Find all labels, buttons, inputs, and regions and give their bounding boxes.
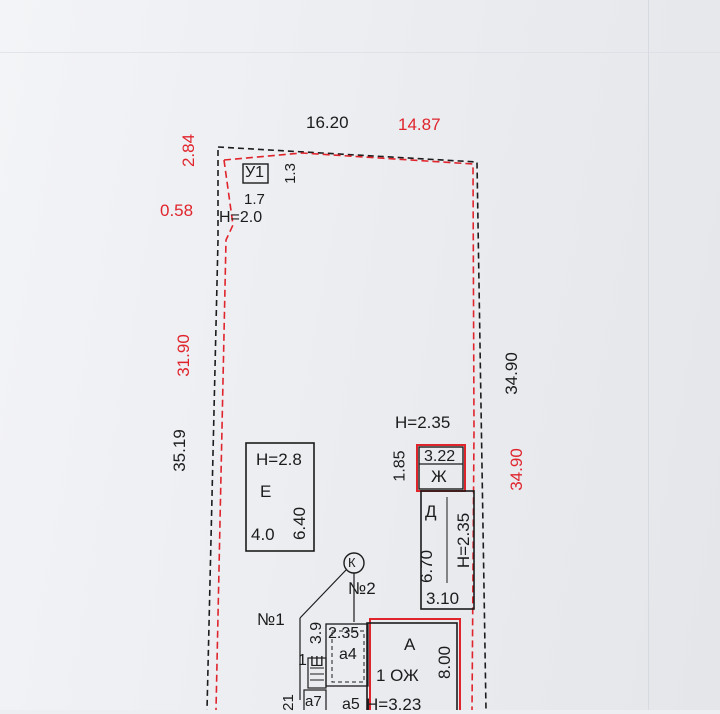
grid-line [0,52,720,53]
d-height: H=2.35 [454,512,474,569]
plot-top-dimension: 16.20 [306,113,349,132]
building-a-red [369,618,461,710]
a-v1: 1 [298,652,307,669]
zh-dim: 3.22 [424,448,456,465]
annex-a7 [303,689,327,710]
a-height: H=3.23 [366,695,422,714]
plot-left-top-dimension-red: 2.84 [179,133,199,168]
plot-right-dimension: 34.90 [501,352,521,395]
building-u1 [242,163,269,184]
d-label: Д [425,502,437,521]
e-height: H=2.8 [256,450,302,469]
e-label: Е [260,482,272,501]
zh-label: Ж [431,467,447,486]
plot-left-dimension: 35.19 [169,429,189,472]
annex-sh [307,657,327,689]
a4-value: 2.35 [328,625,360,642]
building-e [245,442,315,552]
e-dim-a: 4.0 [251,525,275,544]
pipe-n1-label: №1 [257,610,285,629]
grid-line [648,0,649,710]
u1-label: У1 [245,164,265,181]
zh-height: H=2.35 [395,413,451,432]
d-dim-b: 3.10 [426,589,460,608]
a-v39: 3.9 [308,621,326,645]
plot-boundary-black [206,150,219,710]
building-zh [418,446,464,490]
plot-boundary-black [217,146,487,710]
annex-a4-inner [331,630,365,683]
u1-height: H=2.0 [219,209,263,226]
building-a [366,622,458,710]
a-floor: 1 ОЖ [376,666,419,685]
pipe-n1 [299,569,347,619]
plot-left-dimension-red: 31.90 [173,334,193,377]
a-dim: 8.00 [435,645,455,680]
e-dim-b: 6.40 [290,506,310,541]
building-d [420,490,475,610]
plot-left-small-dimension-red: 0.58 [160,201,194,220]
a-label: А [404,635,416,654]
annex-a4 [325,623,369,687]
u1-dim-a: 1.3 [281,163,299,184]
zh-side: 1.85 [391,450,409,482]
plot-top-dimension-red: 14.87 [398,115,441,134]
sh-label: Ш [310,653,324,670]
well-label: К [348,555,356,570]
a5-label: а5 [342,696,360,713]
a7-label: а7 [305,693,322,710]
d-dim-a: 6.70 [417,549,437,584]
u1-dim-b: 1.7 [244,191,265,208]
plot-right-dimension-red: 34.90 [506,448,526,491]
a4-label: а4 [339,646,357,663]
pipe-n2-label: №2 [348,579,376,598]
a-v21: 21 [279,694,297,711]
